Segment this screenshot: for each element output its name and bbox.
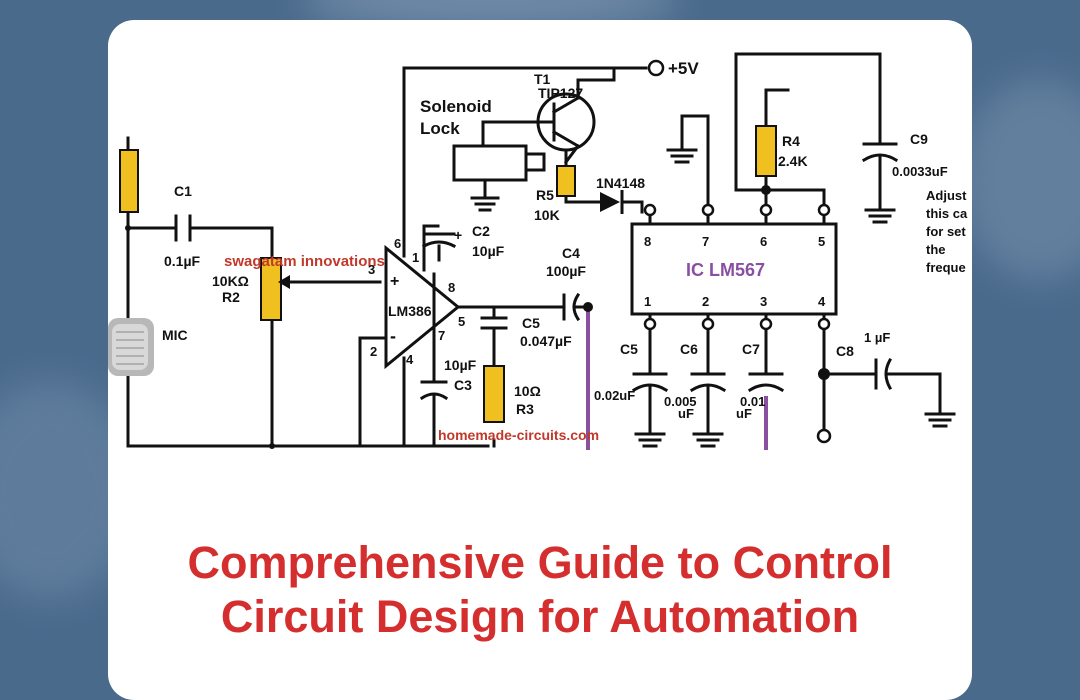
c7-ref: C7 <box>742 341 760 357</box>
diode-label: 1N4148 <box>596 175 645 191</box>
r3-ref: R3 <box>516 401 534 417</box>
c8-value: 1 µF <box>864 330 890 345</box>
r3-value: 10Ω <box>514 383 541 399</box>
c1-value: 0.1µF <box>164 253 201 269</box>
c3-ref: C3 <box>454 377 472 393</box>
c2-value: 10µF <box>472 243 505 259</box>
ic-pin: 8 <box>644 234 651 249</box>
microphone-icon <box>108 318 154 376</box>
watermark-bottom: homemade-circuits.com <box>438 427 599 443</box>
watermark-top: swagatam innovations <box>224 253 385 270</box>
article-title[interactable]: Comprehensive Guide to Control Circuit D… <box>108 536 972 644</box>
r4-value: 2.4K <box>778 153 808 169</box>
c9-value: 0.0033uF <box>892 164 948 179</box>
note-line: Adjust <box>926 188 967 203</box>
c7-value-1: 0.01 <box>740 394 765 409</box>
note-line: the <box>926 242 946 257</box>
article-title-line-1: Comprehensive Guide to Control <box>187 537 893 588</box>
opamp-pin: 1 <box>412 250 419 265</box>
ic-label: IC LM567 <box>686 260 765 280</box>
c6-ref: C6 <box>680 341 698 357</box>
opamp-pin: 5 <box>458 314 465 329</box>
opamp-pin: 2 <box>370 344 377 359</box>
ic-pin: 7 <box>702 234 709 249</box>
background-blur-blob <box>960 80 1080 280</box>
c6-value-1: 0.005 <box>664 394 697 409</box>
opamp-plus: + <box>390 273 399 290</box>
c4-ref: C4 <box>562 245 580 261</box>
c5a-ref: C5 <box>522 315 540 331</box>
article-card[interactable]: +5V T1 TIP127 Solenoid Lock R5 10K 1N414… <box>108 20 972 700</box>
opamp-pin: 6 <box>394 236 401 251</box>
ic-pin: 6 <box>760 234 767 249</box>
opamp-pin: 7 <box>438 328 445 343</box>
r2-ref: R2 <box>222 289 240 305</box>
note-line: for set <box>926 224 966 239</box>
r2-value: 10KΩ <box>212 273 249 289</box>
c6-value-2: uF <box>678 406 694 421</box>
c9-ref: C9 <box>910 131 928 147</box>
ic-pin: 1 <box>644 294 651 309</box>
mic-label: MIC <box>162 327 188 343</box>
c7-value-2: uF <box>736 406 752 421</box>
opamp-label: LM386 <box>388 303 432 319</box>
c2-ref: C2 <box>472 223 490 239</box>
transistor-part: TIP127 <box>538 85 583 101</box>
c5b-value: 0.02uF <box>594 388 635 403</box>
solenoid-label-1: Solenoid <box>420 97 492 116</box>
r4-ref: R4 <box>782 133 800 149</box>
transistor-ref: T1 <box>534 71 551 87</box>
ic-pin: 5 <box>818 234 825 249</box>
r5-ref: R5 <box>536 187 554 203</box>
supply-label: +5V <box>668 59 699 78</box>
note-line: freque <box>926 260 966 275</box>
c4-value: 100µF <box>546 263 586 279</box>
opamp-pin: 4 <box>406 352 414 367</box>
ic-pin: 3 <box>760 294 767 309</box>
solenoid-label-2: Lock <box>420 119 460 138</box>
c5b-ref: C5 <box>620 341 638 357</box>
ic-pin: 2 <box>702 294 709 309</box>
r5-value: 10K <box>534 207 560 223</box>
c1-ref: C1 <box>174 183 192 199</box>
note-line: this ca <box>926 206 968 221</box>
article-title-line-2: Circuit Design for Automation <box>220 591 860 642</box>
opamp-pin: 3 <box>368 262 375 277</box>
opamp-minus: - <box>390 326 396 346</box>
c3-value: 10µF <box>444 357 477 373</box>
opamp-pin: 8 <box>448 280 455 295</box>
c2-plus: + <box>454 227 462 243</box>
circuit-schematic: +5V T1 TIP127 Solenoid Lock R5 10K 1N414… <box>108 52 968 450</box>
c5a-value: 0.047µF <box>520 333 572 349</box>
ic-pin: 4 <box>818 294 826 309</box>
c8-ref: C8 <box>836 343 854 359</box>
